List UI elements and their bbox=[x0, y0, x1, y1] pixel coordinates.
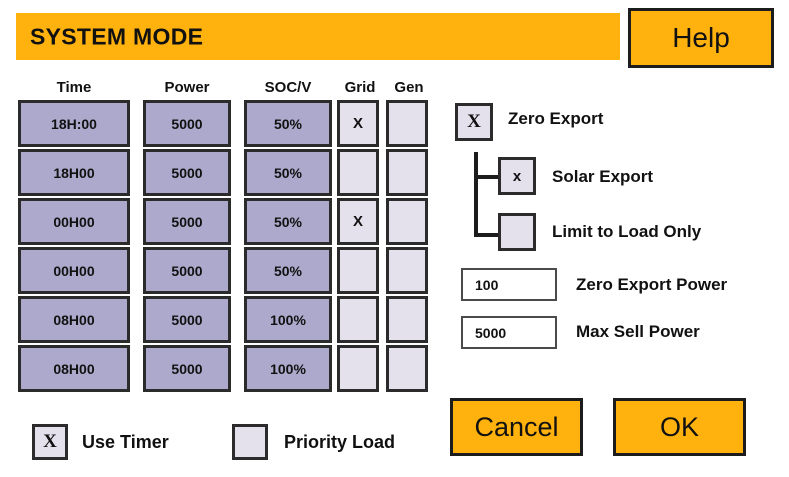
help-button[interactable]: Help bbox=[628, 8, 774, 68]
column-header-time: Time bbox=[56, 79, 92, 96]
checkbox-mark: x bbox=[512, 167, 522, 185]
zero-export-checkbox[interactable]: X bbox=[455, 103, 493, 141]
table-cell-soc[interactable]: 50% bbox=[244, 100, 332, 147]
table-cell-grid[interactable] bbox=[337, 345, 379, 392]
table-cell-gen[interactable] bbox=[386, 296, 428, 343]
column-header-gen: Gen bbox=[394, 79, 424, 96]
table-cell-power[interactable]: 5000 bbox=[143, 247, 231, 294]
table-cell-gen[interactable] bbox=[386, 345, 428, 392]
table-cell-soc[interactable]: 50% bbox=[244, 198, 332, 245]
zero-export-power-label: Zero Export Power bbox=[576, 275, 728, 294]
zero-export-label: Zero Export bbox=[508, 109, 604, 128]
table-cell-power[interactable]: 5000 bbox=[143, 149, 231, 196]
table-cell-time[interactable]: 08H00 bbox=[18, 296, 130, 343]
zero-export-power-input[interactable]: 100 bbox=[461, 268, 557, 301]
column-header-power: Power bbox=[164, 79, 210, 96]
help-button-label: Help bbox=[672, 22, 730, 53]
max-sell-power-input[interactable]: 5000 bbox=[461, 316, 557, 349]
ok-button[interactable]: OK bbox=[613, 398, 746, 456]
table-cell-soc[interactable]: 100% bbox=[244, 296, 332, 343]
table-cell-soc[interactable]: 100% bbox=[244, 345, 332, 392]
solar-export-label: Solar Export bbox=[552, 167, 654, 186]
table-cell-grid[interactable] bbox=[337, 149, 379, 196]
column-header-grid: Grid bbox=[344, 79, 376, 96]
table-cell-time[interactable]: 18H:00 bbox=[18, 100, 130, 147]
table-cell-gen[interactable] bbox=[386, 100, 428, 147]
priority-load-checkbox[interactable] bbox=[232, 424, 268, 460]
column-header-soc: SOC/V bbox=[264, 79, 312, 96]
cancel-button[interactable]: Cancel bbox=[450, 398, 583, 456]
table-cell-grid[interactable] bbox=[337, 247, 379, 294]
table-cell-time[interactable]: 08H00 bbox=[18, 345, 130, 392]
table-cell-grid[interactable]: X bbox=[337, 100, 379, 147]
checkbox-mark: X bbox=[43, 431, 57, 452]
table-cell-soc[interactable]: 50% bbox=[244, 149, 332, 196]
table-cell-gen[interactable] bbox=[386, 247, 428, 294]
page-title: SYSTEM MODE bbox=[30, 23, 204, 49]
table-cell-time[interactable]: 00H00 bbox=[18, 198, 130, 245]
limit-to-load-only-checkbox[interactable] bbox=[498, 213, 536, 251]
table-cell-power[interactable]: 5000 bbox=[143, 100, 231, 147]
table-cell-power[interactable]: 5000 bbox=[143, 296, 231, 343]
priority-load-label: Priority Load bbox=[284, 432, 396, 452]
table-cell-grid[interactable] bbox=[337, 296, 379, 343]
cancel-button-label: Cancel bbox=[474, 411, 559, 442]
table-cell-soc[interactable]: 50% bbox=[244, 247, 332, 294]
table-cell-power[interactable]: 5000 bbox=[143, 198, 231, 245]
use-timer-label: Use Timer bbox=[82, 432, 169, 452]
table-cell-gen[interactable] bbox=[386, 198, 428, 245]
tree-connector-branch-limit bbox=[474, 233, 498, 237]
table-cell-time[interactable]: 18H00 bbox=[18, 149, 130, 196]
tree-connector-vertical bbox=[474, 152, 478, 237]
checkbox-mark: X bbox=[467, 111, 481, 132]
table-cell-gen[interactable] bbox=[386, 149, 428, 196]
table-cell-power[interactable]: 5000 bbox=[143, 345, 231, 392]
max-sell-power-label: Max Sell Power bbox=[576, 322, 700, 341]
solar-export-checkbox[interactable]: x bbox=[498, 157, 536, 195]
table-cell-grid[interactable]: X bbox=[337, 198, 379, 245]
table-cell-time[interactable]: 00H00 bbox=[18, 247, 130, 294]
tree-connector-branch-solar bbox=[474, 175, 498, 179]
title-bar: SYSTEM MODE bbox=[16, 13, 620, 60]
limit-to-load-only-label: Limit to Load Only bbox=[552, 222, 702, 241]
use-timer-checkbox[interactable]: X bbox=[32, 424, 68, 460]
ok-button-label: OK bbox=[659, 411, 699, 442]
